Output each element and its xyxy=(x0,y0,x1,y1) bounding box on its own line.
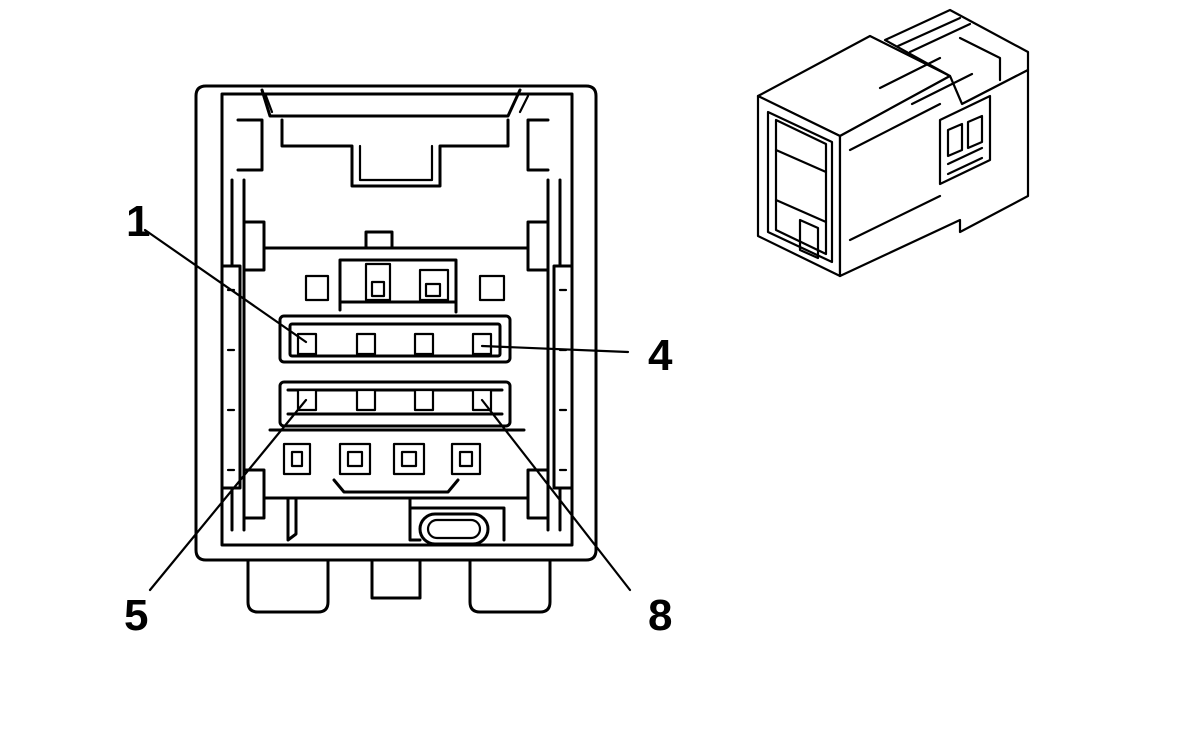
pin-4-label: 4 xyxy=(648,331,673,380)
pin-3-contact xyxy=(413,332,435,356)
pin-4-contact xyxy=(471,332,493,356)
contact-row-2 xyxy=(278,380,512,428)
connector-feet xyxy=(246,558,552,614)
pin-1-label: 1 xyxy=(126,197,150,246)
latch-area xyxy=(236,88,550,188)
lower-rear-contacts xyxy=(268,428,526,494)
pin-leader-lines xyxy=(143,228,632,592)
pin-2-contact xyxy=(355,332,377,356)
upper-rear-contacts xyxy=(262,230,530,314)
side-rails xyxy=(220,178,574,532)
pin-6-contact xyxy=(355,388,377,412)
connector-isometric-view xyxy=(756,8,1030,278)
bottom-key xyxy=(262,496,530,546)
pin-5-label: 5 xyxy=(124,591,148,640)
polarization-slot xyxy=(418,512,490,546)
pin-8-label: 8 xyxy=(648,591,672,640)
pin-7-contact xyxy=(413,388,435,412)
contact-row-1 xyxy=(278,314,512,364)
connector-face-view: 1 4 5 8 xyxy=(124,84,673,640)
